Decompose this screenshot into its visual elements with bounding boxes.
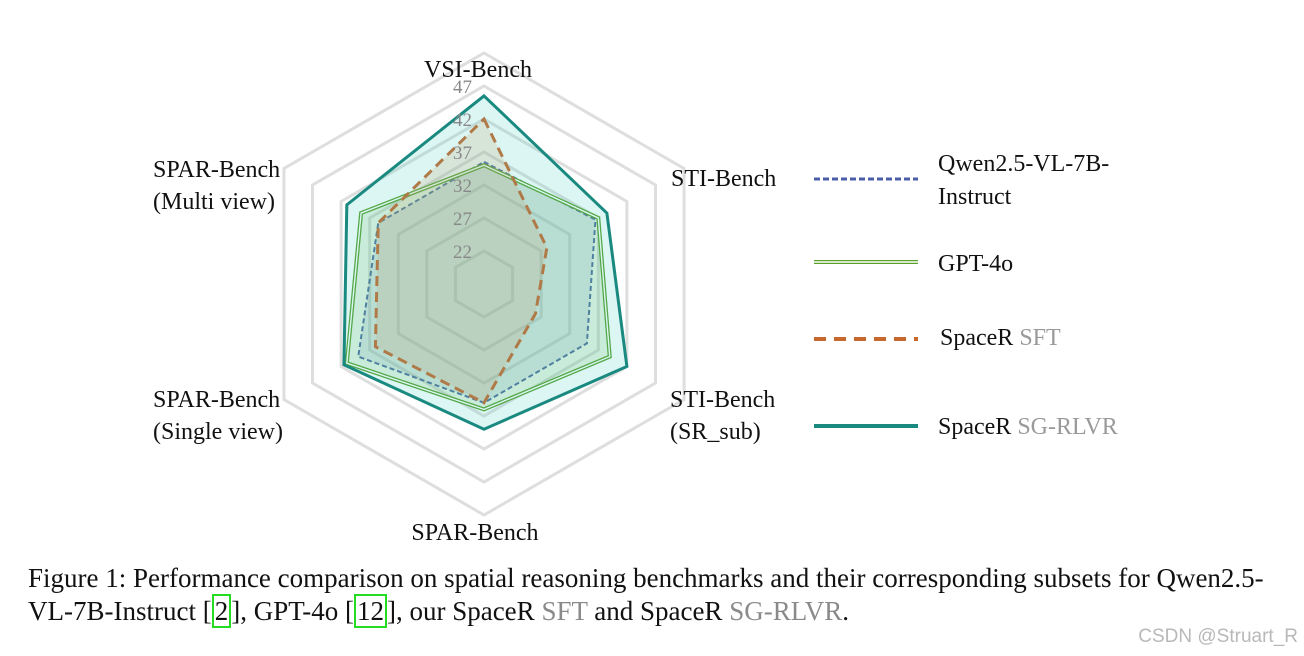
radar-chart: 22 27 32 37 42 47VSI-BenchSTI-BenchSTI-Bench(…: [153, 51, 1118, 546]
caption-text-2: ], GPT-4o [: [231, 596, 354, 626]
series-fill: [358, 161, 596, 403]
legend-label: Qwen2.5-VL-7B-Instruct: [938, 151, 1109, 210]
figure-caption: Figure 1: Performance comparison on spat…: [28, 562, 1278, 628]
legend-item: GPT-4o: [814, 251, 1013, 277]
caption-sft-tag: SFT: [541, 596, 588, 626]
caption-text-4: and SpaceR: [587, 596, 730, 626]
tick-label: 32: [453, 176, 472, 197]
tick-label: 42: [453, 110, 472, 131]
series-line: [373, 116, 549, 405]
legend-label: GPT-4o: [938, 251, 1013, 277]
series-line-inner: [346, 164, 611, 411]
tick-labels: 22 27 32 37 42 47: [453, 77, 472, 263]
caption-text-3: ], our SpaceR: [386, 596, 542, 626]
tick-label: 37: [453, 143, 472, 164]
citation-link-2[interactable]: 2: [211, 594, 232, 628]
legend-item: Qwen2.5-VL-7B-Instruct: [814, 151, 1109, 210]
axis-label: SPAR-Bench(Single view): [153, 387, 283, 445]
caption-text-5: .: [842, 596, 849, 626]
radar-series: [342, 93, 629, 431]
tick-label: 22: [453, 242, 472, 263]
caption-sgrlvr-tag: SG-RLVR: [729, 596, 843, 626]
watermark: CSDN @Struart_R: [1138, 626, 1298, 647]
axis-label: STI-Bench: [671, 166, 776, 192]
axis-label: SPAR-Bench: [411, 520, 538, 546]
axis-label: STI-Bench(SR_sub): [670, 387, 775, 445]
series-line: [342, 93, 629, 431]
grid-ring: [396, 183, 572, 385]
series-fill: [343, 95, 627, 430]
citation-link-12[interactable]: 12: [353, 594, 387, 628]
tick-label: 27: [453, 209, 472, 230]
grid-ring: [311, 84, 657, 484]
caption-text-1: Figure 1: Performance comparison on spat…: [28, 563, 1264, 626]
grid-ring: [282, 51, 686, 517]
series-fill: [346, 165, 610, 410]
series-fill: [375, 119, 547, 403]
grid-ring: [339, 117, 629, 451]
axis-label: SPAR-Bench(Multi view): [153, 157, 280, 215]
grid-ring: [453, 249, 515, 319]
grid-ring: [425, 216, 543, 352]
axis-label: VSI-Bench: [424, 57, 532, 83]
tick-label: 47: [453, 77, 472, 98]
